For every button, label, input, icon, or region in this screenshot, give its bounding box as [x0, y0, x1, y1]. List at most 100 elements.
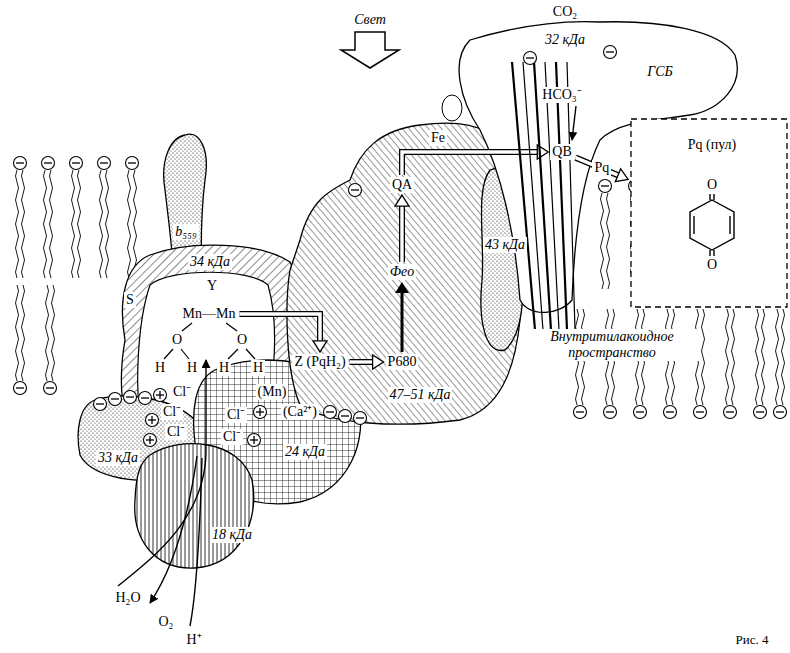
node-label: QA — [390, 177, 414, 193]
lipid-tail — [72, 170, 75, 278]
quinone-pool-box: Pq (пул) — [630, 118, 788, 308]
negative-charge — [324, 406, 337, 419]
label: S — [124, 292, 136, 308]
drawing-part — [756, 411, 764, 412]
positive-charge — [154, 389, 167, 402]
drawing-part — [776, 411, 784, 412]
drawing-part — [713, 194, 714, 200]
node-label: P680 — [386, 354, 419, 370]
node-label: 47–51 кДа — [388, 387, 453, 403]
node-label: ГСБ — [645, 64, 675, 80]
label: O₂ — [157, 614, 176, 630]
drawing-part — [248, 434, 261, 447]
drawing-part — [726, 411, 734, 412]
drawing-part — [631, 119, 787, 307]
drawing-part — [601, 185, 609, 186]
drawing-part — [46, 387, 54, 388]
lipid-tail — [78, 170, 81, 278]
label: H — [217, 360, 231, 376]
lipid-head — [98, 157, 111, 170]
drawing-part — [604, 46, 617, 59]
drawing-part — [139, 392, 152, 405]
lipid-tail — [782, 309, 785, 405]
node-label: Z (PqH₂) — [292, 354, 347, 370]
lipid-head — [70, 157, 83, 170]
drawing-part — [14, 382, 27, 395]
label: Fe — [429, 130, 447, 146]
label: O — [170, 332, 184, 348]
label: (Mn) — [256, 384, 289, 400]
label: Cl⁻ — [161, 404, 183, 420]
carrier-label: QB — [550, 144, 573, 160]
drawing-part — [526, 57, 534, 58]
drawing-part — [135, 444, 254, 569]
drawing-part — [400, 292, 403, 352]
node-label: Фео — [388, 264, 416, 280]
node-label: 34 кДа — [188, 254, 232, 270]
drawing-part — [606, 411, 614, 412]
lipid-tail — [106, 170, 109, 278]
drawing-part — [606, 51, 614, 52]
figure-caption: Рис. 4 — [734, 633, 771, 648]
drawing-part — [709, 194, 710, 200]
node-label: 43 кДа — [483, 237, 527, 253]
node-label: 18 кДа — [210, 527, 254, 543]
drawing-part — [324, 406, 337, 419]
drawing-part — [774, 406, 787, 419]
lipid-tail — [52, 285, 55, 381]
negative-charge — [354, 412, 367, 425]
drawing-part — [615, 169, 628, 182]
light-arrow — [341, 32, 399, 68]
drawing-part — [141, 397, 149, 398]
positive-charge — [248, 434, 261, 447]
drawing-part — [576, 411, 584, 412]
carrier-label: Фео — [388, 264, 416, 280]
label: H⁺ — [184, 632, 203, 648]
drawing-part — [124, 391, 137, 404]
drawing-part — [44, 382, 57, 395]
lipid-tail — [50, 170, 53, 278]
lipid-tail — [702, 309, 705, 405]
lipid-tail — [726, 309, 729, 405]
lipid-tail — [601, 193, 604, 289]
negative-charge — [139, 392, 152, 405]
node-label: 24 кДа — [283, 444, 327, 460]
drawing-part — [634, 406, 647, 419]
lipid-tail — [762, 309, 765, 405]
node-label: 33 кДа — [96, 450, 140, 466]
lipid-head — [44, 382, 57, 395]
lipid-head — [14, 382, 27, 395]
node-label: QB — [550, 144, 573, 160]
drawing-part — [16, 387, 24, 388]
drawing-part — [524, 52, 537, 65]
lipid-head — [634, 406, 647, 419]
lipid-tail — [22, 285, 25, 381]
node-label: b₅₅₉ — [173, 224, 199, 240]
drawing-part — [754, 406, 767, 419]
drawing-part — [666, 411, 674, 412]
lipid-tail — [607, 193, 610, 289]
positive-charge — [254, 406, 267, 419]
drawing-part — [159, 391, 160, 399]
drawing-part — [70, 157, 83, 170]
drawing-part — [604, 406, 617, 419]
lipid-tail — [16, 170, 19, 278]
lipid-tail — [128, 170, 131, 278]
negative-charge — [524, 52, 537, 65]
label: (Ca²⁺) — [281, 404, 319, 420]
lipid-tail — [22, 170, 25, 278]
drawing-part — [696, 411, 704, 412]
lipid-tail — [134, 170, 137, 278]
positive-charge — [144, 434, 157, 447]
lipid-tail — [756, 309, 759, 405]
drawing-part — [14, 157, 27, 170]
label: O — [705, 177, 719, 193]
label: H₂O — [113, 590, 142, 606]
drawing-part — [144, 434, 157, 447]
drawing-part — [664, 406, 677, 419]
lipid-head — [604, 406, 617, 419]
label: H — [153, 360, 167, 376]
node-label: Pq (пул) — [686, 137, 738, 153]
